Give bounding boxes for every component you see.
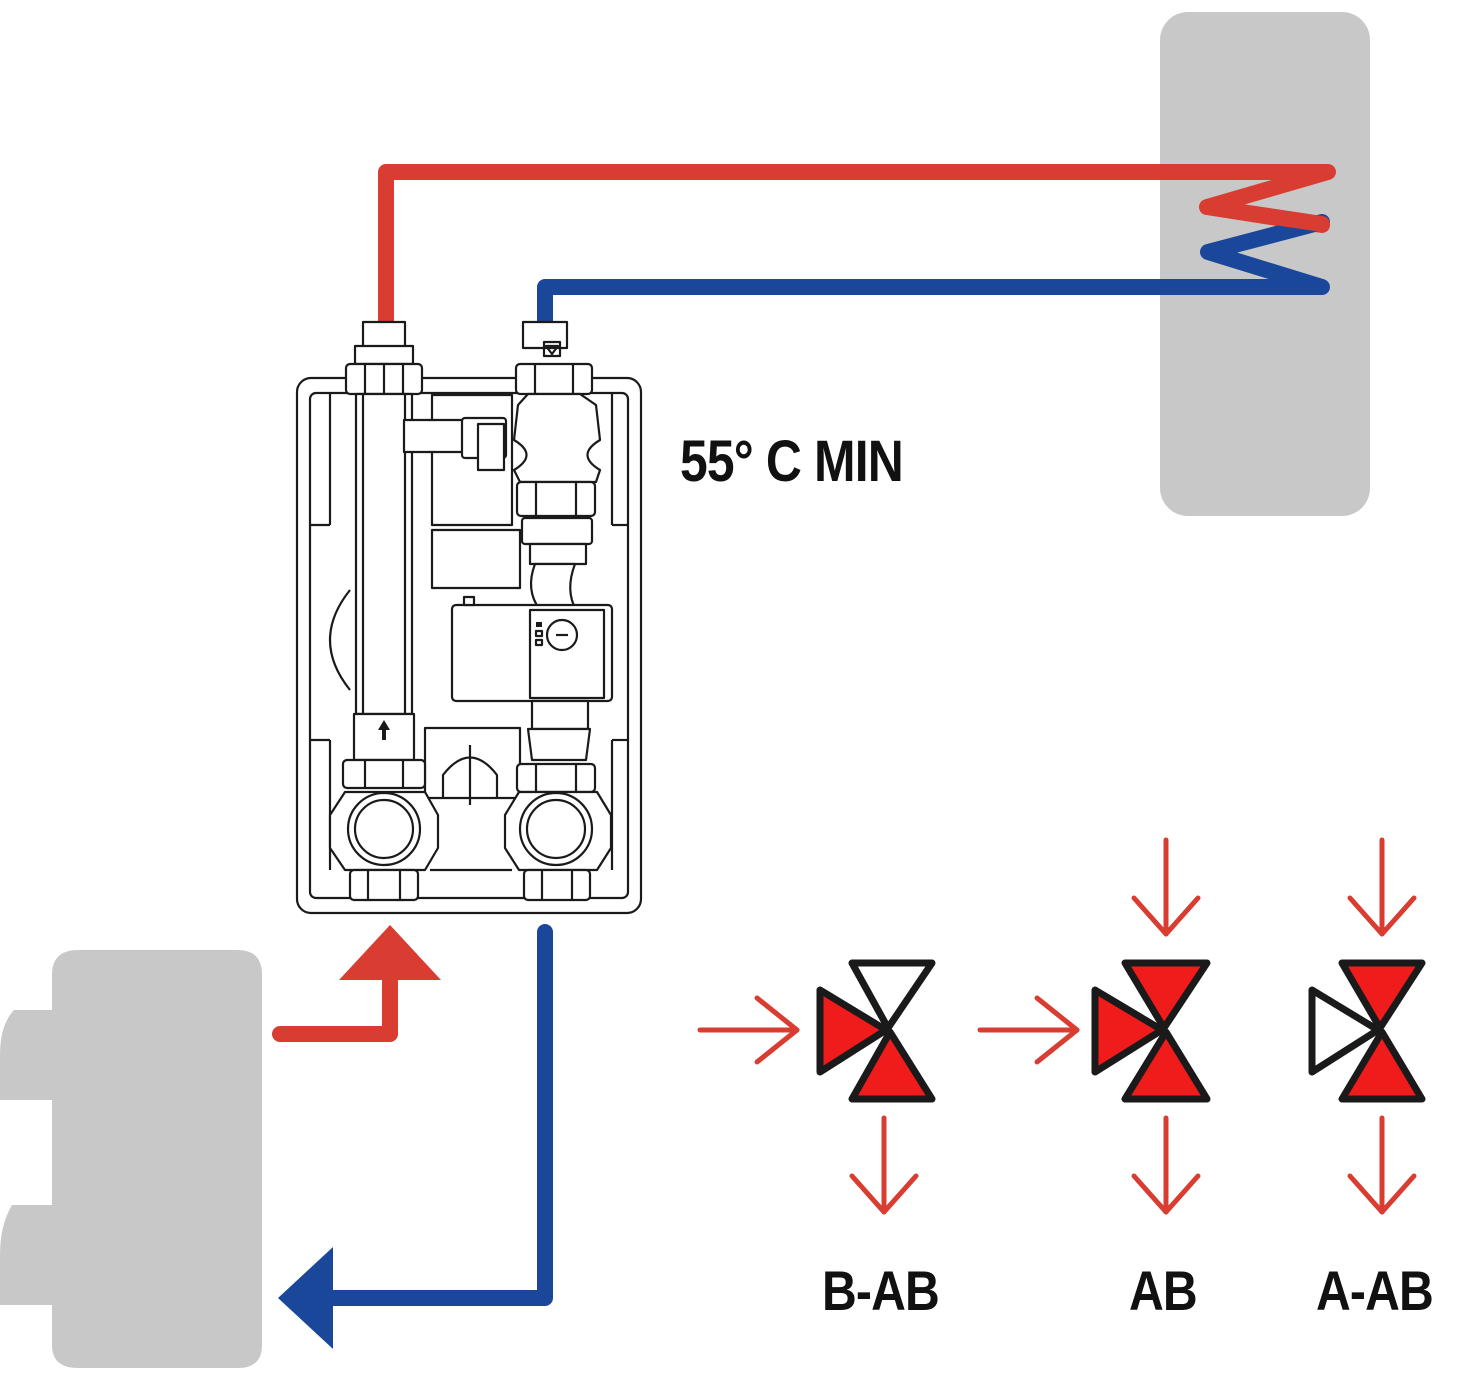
pump-station-module (295, 320, 643, 915)
outlet-arrow-down (849, 1115, 919, 1215)
inlet-arrow-top (1131, 837, 1201, 937)
hot-flow-arrowhead (339, 925, 441, 980)
inlet-arrow-top (1347, 837, 1417, 937)
inlet-arrow-left (977, 995, 1080, 1065)
valve-port-left (1091, 986, 1166, 1076)
valve-label-b-ab: B-AB (822, 1259, 940, 1322)
valve-port-left (816, 986, 890, 1076)
boiler-unit (0, 950, 262, 1368)
cold-return-arrowhead (278, 1247, 333, 1349)
valve-a-ab (1308, 837, 1426, 1215)
cold-return-to-boiler (322, 924, 553, 1306)
inlet-arrow-left (697, 995, 800, 1065)
valve-label-ab: AB (1129, 1259, 1198, 1322)
valve-b-ab (697, 959, 936, 1215)
outlet-arrow-down (1347, 1115, 1417, 1215)
hot-flow-from-boiler (272, 968, 398, 1042)
valve-port-left (1308, 986, 1382, 1076)
valve-ab (977, 837, 1211, 1215)
valve-port-bottom (848, 1028, 936, 1103)
cold-return-pipe (537, 214, 1330, 348)
valve-port-top (1338, 959, 1426, 1032)
valve-port-bottom (1338, 1028, 1426, 1103)
valve-port-top (1121, 959, 1211, 1032)
min-temperature-label: 55° C MIN (680, 429, 904, 494)
outlet-arrow-down (1131, 1115, 1201, 1215)
valve-port-top (848, 959, 936, 1032)
valve-label-a-ab: A-AB (1316, 1259, 1434, 1322)
valve-port-bottom (1121, 1028, 1211, 1103)
